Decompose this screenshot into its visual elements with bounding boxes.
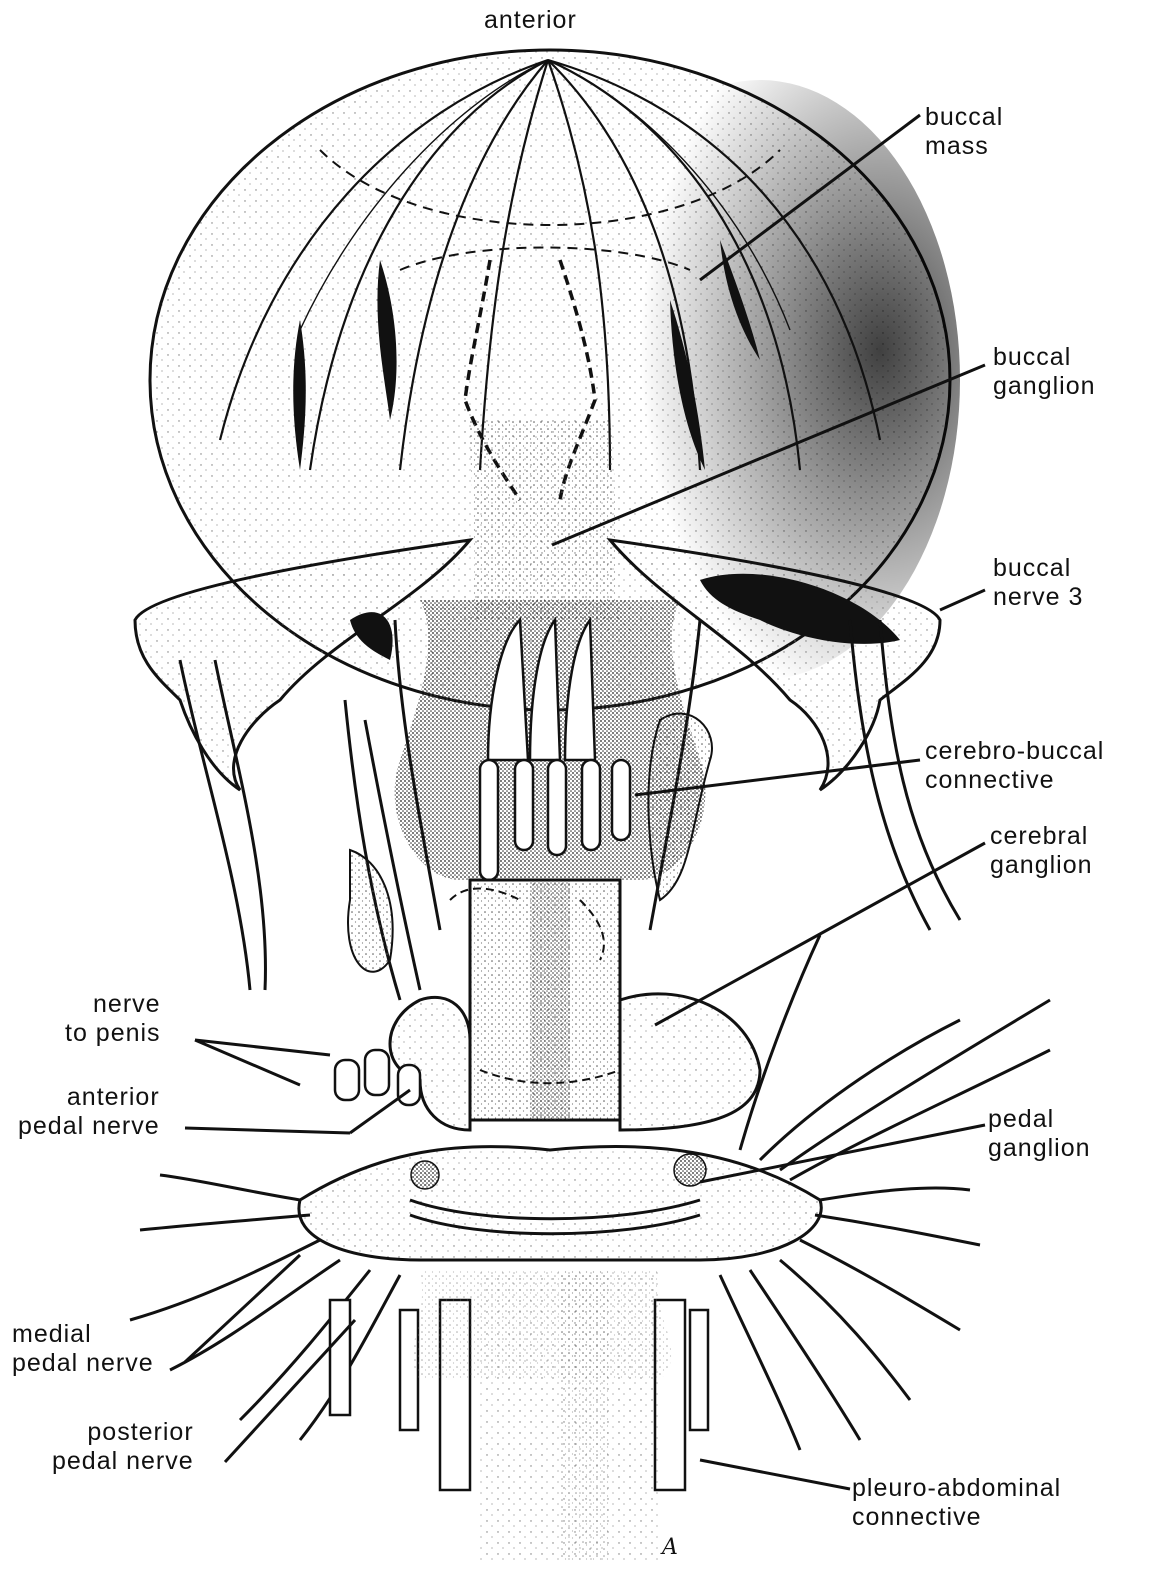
label-line: connective xyxy=(852,1503,1061,1532)
label-line: pedal nerve xyxy=(12,1349,154,1378)
leader-buccal-nerve-3 xyxy=(940,590,985,610)
label-anterior: anterior xyxy=(484,6,577,35)
label-line: pedal nerve xyxy=(52,1447,194,1476)
label-line: buccal xyxy=(925,103,1003,132)
label-posterior-pedal-nerve: posterior pedal nerve xyxy=(52,1418,194,1476)
label-line: pedal nerve xyxy=(18,1112,160,1141)
label-line: medial xyxy=(12,1320,154,1349)
leader-pleuro-abdominal xyxy=(700,1460,850,1489)
label-line: cerebro-buccal xyxy=(925,737,1104,766)
label-line: pleuro-abdominal xyxy=(852,1474,1061,1503)
artist-signature: A xyxy=(662,1535,678,1560)
pedal-ganglion xyxy=(299,1147,821,1260)
label-anterior-pedal-nerve: anterior pedal nerve xyxy=(18,1083,160,1141)
label-cerebro-buccal-connective: cerebro-buccal connective xyxy=(925,737,1104,795)
label-line: to penis xyxy=(65,1019,161,1048)
label-line: nerve xyxy=(65,990,161,1019)
label-nerve-to-penis: nerve to penis xyxy=(65,990,161,1048)
label-pedal-ganglion: pedal ganglion xyxy=(988,1105,1091,1163)
label-line: ganglion xyxy=(988,1134,1091,1163)
leader-anterior-pedal-b xyxy=(350,1090,410,1133)
label-line: nerve 3 xyxy=(993,583,1083,612)
leader-pedal-ganglion xyxy=(700,1125,985,1182)
leader-anterior-pedal xyxy=(185,1128,350,1133)
label-line: pedal xyxy=(988,1105,1091,1134)
label-cerebral-ganglion: cerebral ganglion xyxy=(990,822,1093,880)
label-pleuro-abdominal-connective: pleuro-abdominal connective xyxy=(852,1474,1061,1532)
label-buccal-mass: buccal mass xyxy=(925,103,1003,161)
label-line: posterior xyxy=(52,1418,194,1447)
label-line: cerebral xyxy=(990,822,1093,851)
label-line: anterior xyxy=(18,1083,160,1112)
esophagus xyxy=(450,880,620,1120)
label-buccal-nerve-3: buccal nerve 3 xyxy=(993,554,1083,612)
label-line: ganglion xyxy=(993,372,1096,401)
leader-cerebral-ganglion xyxy=(655,843,985,1025)
label-line: ganglion xyxy=(990,851,1093,880)
label-buccal-ganglion: buccal ganglion xyxy=(993,343,1096,401)
label-line: mass xyxy=(925,132,1003,161)
label-anterior-text: anterior xyxy=(484,6,577,35)
leader-medial-pedal xyxy=(185,1255,300,1362)
label-line: connective xyxy=(925,766,1104,795)
label-medial-pedal-nerve: medial pedal nerve xyxy=(12,1320,154,1378)
label-line: buccal xyxy=(993,343,1096,372)
label-line: buccal xyxy=(993,554,1083,583)
